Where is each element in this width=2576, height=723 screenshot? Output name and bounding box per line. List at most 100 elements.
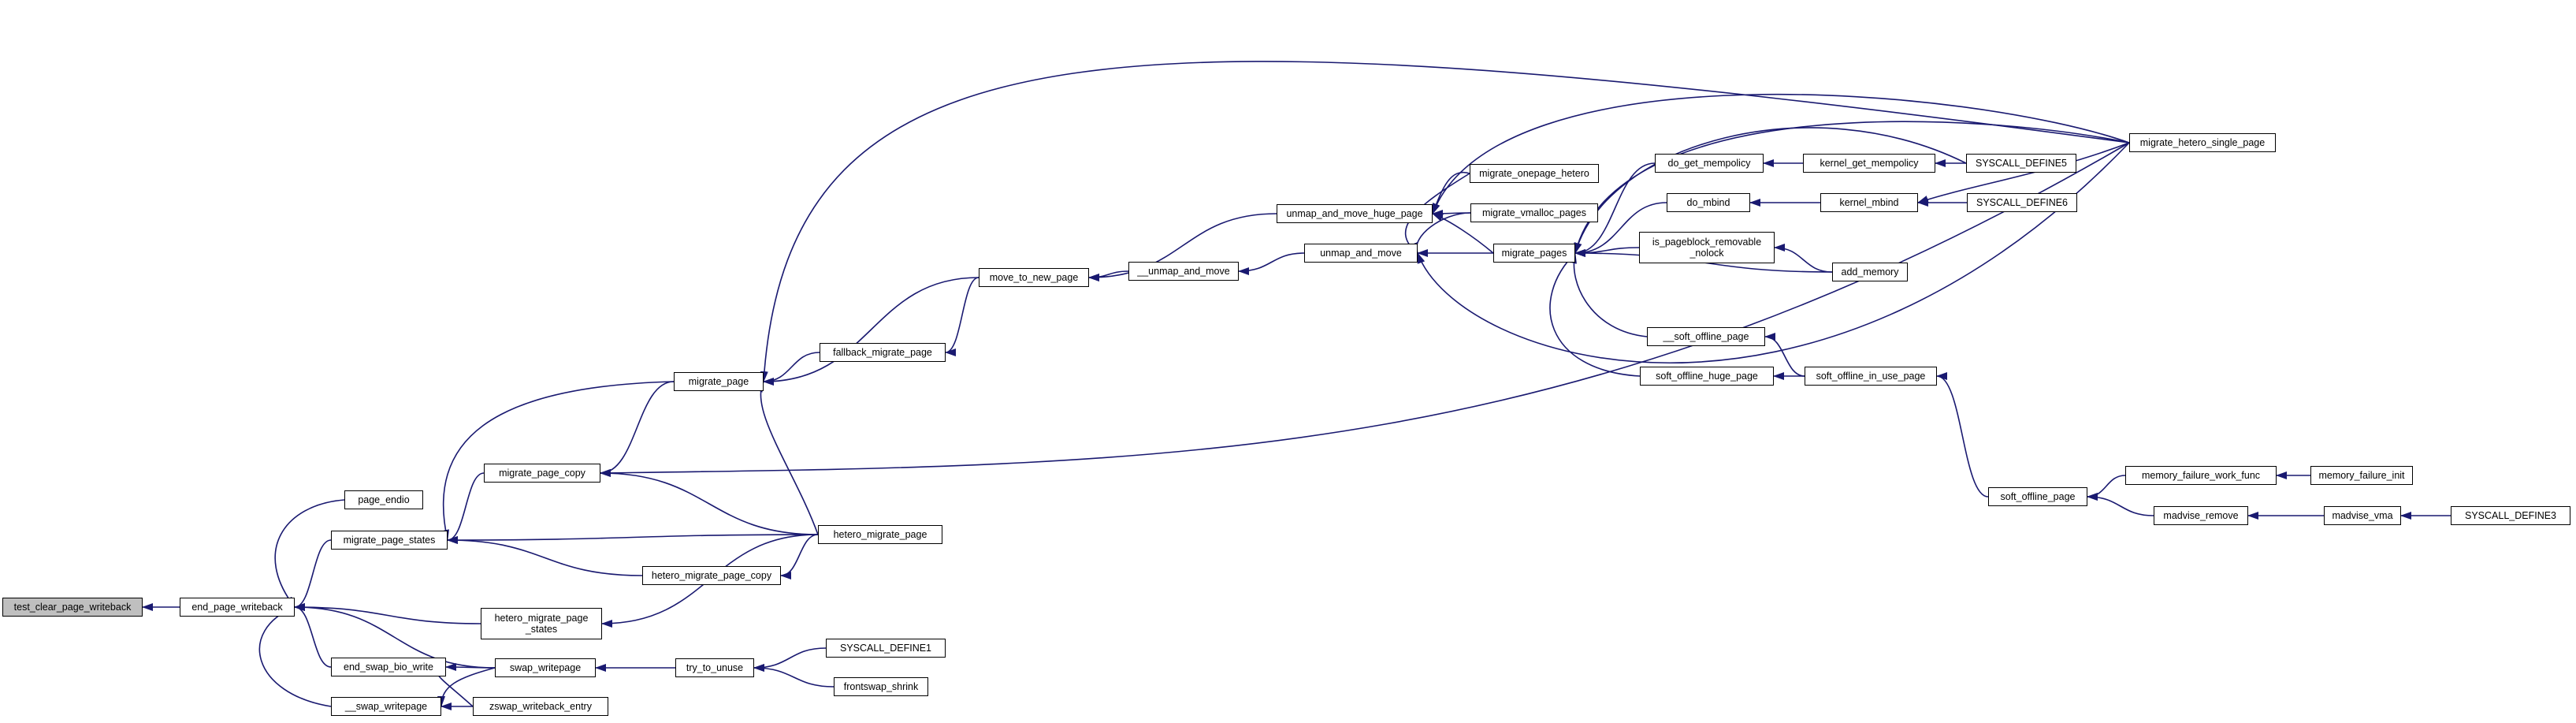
call-edge-swap_writepage-to-end_swap_bio_write (445, 663, 496, 672)
function-node-kernel-mbind[interactable]: kernel_mbind (1820, 193, 1918, 212)
function-node-migrate-onepage-hetero[interactable]: migrate_onepage_hetero (1470, 164, 1599, 183)
function-node-label: madvise_remove (2163, 510, 2239, 521)
function-node-syscall-define6[interactable]: SYSCALL_DEFINE6 (1967, 193, 2077, 212)
function-node-soft-offline-page[interactable]: __soft_offline_page (1647, 327, 1765, 346)
call-edge-migrate_hetero_single_page-to-kernel_mbind (1917, 142, 2130, 203)
function-node-label: hetero_migrate_page (494, 613, 589, 624)
function-node-label: migrate_onepage_hetero (1479, 168, 1589, 179)
function-node-madvise-vma[interactable]: madvise_vma (2324, 506, 2401, 525)
function-node-syscall-define5[interactable]: SYSCALL_DEFINE5 (1966, 154, 2076, 173)
function-node-move-to-new-page[interactable]: move_to_new_page (979, 268, 1089, 287)
function-node-label: hetero_migrate_page (833, 529, 927, 540)
function-node-do-mbind[interactable]: do_mbind (1667, 193, 1750, 212)
function-node-label: do_get_mempolicy (1667, 158, 1751, 169)
call-edge-__soft_offline_page-to-migrate_pages (1569, 252, 1648, 337)
function-node-label: kernel_get_mempolicy (1820, 158, 1919, 169)
function-node-swap-writepage[interactable]: swap_writepage (495, 658, 596, 677)
function-node-label: hetero_migrate_page_copy (651, 570, 772, 581)
call-edge-soft_offline_in_use_page-to-__soft_offline_page (1764, 333, 1805, 377)
function-node-label: migrate_page_copy (499, 468, 585, 479)
call-edge-swap_writepage-to-__swap_writepage (437, 667, 496, 707)
function-node-frontswap-shrink[interactable]: frontswap_shrink (834, 677, 928, 696)
call-edge-fallback_migrate_page-to-migrate_page (763, 352, 820, 386)
function-node-label: SYSCALL_DEFINE1 (839, 643, 932, 654)
function-node-memory-failure-work-func[interactable]: memory_failure_work_func (2125, 466, 2277, 485)
call-edge-SYSCALL_DEFINE1-to-try_to_unuse (753, 647, 827, 672)
function-node-label: end_page_writeback (191, 602, 283, 613)
function-node-label: migrate_page_states (343, 535, 436, 546)
function-node-label: is_pageblock_removable (1652, 237, 1762, 248)
function-node-madvise-remove[interactable]: madvise_remove (2154, 506, 2248, 525)
call-edge-unmap_and_move-to-__unmap_and_move (1238, 252, 1305, 275)
call-edge-migrate_hetero_single_page-to-migrate_page (760, 61, 2130, 382)
function-node-label: __swap_writepage (344, 701, 428, 712)
function-node-label: test_clear_page_writeback (13, 602, 132, 613)
call-edge-migrate_hetero_single_page-to-migrate_page_copy (600, 142, 2130, 477)
function-node-label: SYSCALL_DEFINE3 (2464, 510, 2557, 521)
function-node-label: madvise_vma (2332, 510, 2393, 521)
function-node-label: memory_failure_work_func (2141, 470, 2261, 481)
function-node-end-swap-bio-write[interactable]: end_swap_bio_write (331, 658, 446, 676)
call-edge-move_to_new_page-to-migrate_page (763, 277, 979, 386)
call-edge-move_to_new_page-to-fallback_migrate_page (945, 277, 979, 356)
function-node-hetero-migrate-page-copy[interactable]: hetero_migrate_page_copy (642, 566, 781, 585)
function-node-soft-offline-huge-page[interactable]: soft_offline_huge_page (1640, 367, 1774, 386)
function-node-label: fallback_migrate_page (833, 347, 932, 358)
call-edge-migrate_page_copy-to-migrate_page_states (447, 472, 485, 544)
function-node-migrate-page[interactable]: migrate_page (674, 372, 764, 391)
function-node-label: unmap_and_move (1320, 248, 1402, 259)
function-node-label: kernel_mbind (1839, 197, 1899, 208)
function-node-label: SYSCALL_DEFINE5 (1975, 158, 2068, 169)
function-node-label: _nolock (1689, 248, 1724, 259)
function-node-is-pageblock-removable-nolock[interactable]: is_pageblock_removable_nolock (1639, 232, 1775, 263)
call-edge-add_memory-to-is_pageblock_removable_nolock (1774, 244, 1833, 273)
function-node-fallback-migrate-page[interactable]: fallback_migrate_page (820, 343, 946, 362)
function-node-migrate-hetero-single-page[interactable]: migrate_hetero_single_page (2129, 133, 2276, 152)
function-node-end-page-writeback[interactable]: end_page_writeback (180, 598, 295, 617)
function-node-label: SYSCALL_DEFINE6 (1976, 197, 2069, 208)
function-node-swap-writepage[interactable]: __swap_writepage (331, 697, 441, 716)
call-edge-hetero_migrate_page-to-migrate_page (755, 381, 819, 535)
function-node-soft-offline-in-use-page[interactable]: soft_offline_in_use_page (1805, 367, 1937, 386)
function-node-migrate-page-states[interactable]: migrate_page_states (331, 531, 448, 550)
function-node-label: __unmap_and_move (1137, 266, 1230, 277)
call-edge-swap_writepage-to-end_page_writeback (294, 603, 496, 669)
function-node-label: soft_offline_huge_page (1656, 371, 1758, 382)
function-node-label: move_to_new_page (989, 272, 1079, 283)
call-edge-unmap_and_move_huge_page-to-move_to_new_page (1088, 213, 1277, 281)
call-edge-migrate_pages-to-unmap_and_move_huge_page (1432, 213, 1494, 254)
function-node-kernel-get-mempolicy[interactable]: kernel_get_mempolicy (1803, 154, 1935, 173)
function-node-zswap-writeback-entry[interactable]: zswap_writeback_entry (473, 697, 608, 716)
function-node-hetero-migrate-page[interactable]: hetero_migrate_page (818, 525, 942, 544)
function-node-add-memory[interactable]: add_memory (1832, 263, 1908, 281)
function-node-try-to-unuse[interactable]: try_to_unuse (675, 658, 754, 677)
call-edge-end_swap_bio_write-to-end_page_writeback (294, 603, 332, 668)
function-node-hetero-migrate-page-states[interactable]: hetero_migrate_page_states (481, 608, 602, 639)
call-edge-soft_offline_page-to-soft_offline_in_use_page (1936, 372, 1989, 498)
function-node-label: memory_failure_init (2318, 470, 2405, 481)
call-edge-do_get_mempolicy-to-migrate_pages (1574, 162, 1656, 257)
function-node-syscall-define1[interactable]: SYSCALL_DEFINE1 (826, 639, 946, 658)
function-node-label: do_mbind (1686, 197, 1730, 208)
function-node-memory-failure-init[interactable]: memory_failure_init (2310, 466, 2413, 485)
function-node-soft-offline-page[interactable]: soft_offline_page (1988, 487, 2087, 506)
function-node-label: _states (525, 624, 558, 635)
function-node-migrate-pages[interactable]: migrate_pages (1493, 244, 1575, 263)
function-node-migrate-vmalloc-pages[interactable]: migrate_vmalloc_pages (1470, 203, 1598, 222)
function-node-do-get-mempolicy[interactable]: do_get_mempolicy (1655, 154, 1764, 173)
function-node-label: migrate_pages (1501, 248, 1567, 259)
function-node-label: migrate_hetero_single_page (2139, 137, 2266, 148)
call-edge-migrate_hetero_single_page-to-unmap_and_move (1417, 142, 2130, 363)
function-node-page-endio[interactable]: page_endio (344, 490, 423, 509)
function-node-label: migrate_vmalloc_pages (1481, 207, 1586, 218)
function-node-syscall-define3[interactable]: SYSCALL_DEFINE3 (2451, 506, 2570, 525)
call-edge-hetero_migrate_page-to-migrate_page_states (447, 534, 819, 544)
function-node-migrate-page-copy[interactable]: migrate_page_copy (484, 464, 600, 483)
function-node-unmap-and-move[interactable]: __unmap_and_move (1128, 262, 1239, 281)
function-node-unmap-and-move-huge-page[interactable]: unmap_and_move_huge_page (1277, 204, 1433, 223)
call-edge-hetero_migrate_page-to-hetero_migrate_page_copy (780, 534, 819, 580)
call-edge-frontswap_shrink-to-try_to_unuse (753, 664, 835, 688)
function-node-label: zswap_writeback_entry (489, 701, 592, 712)
function-node-unmap-and-move[interactable]: unmap_and_move (1304, 244, 1418, 263)
function-node-label: page_endio (358, 494, 410, 505)
